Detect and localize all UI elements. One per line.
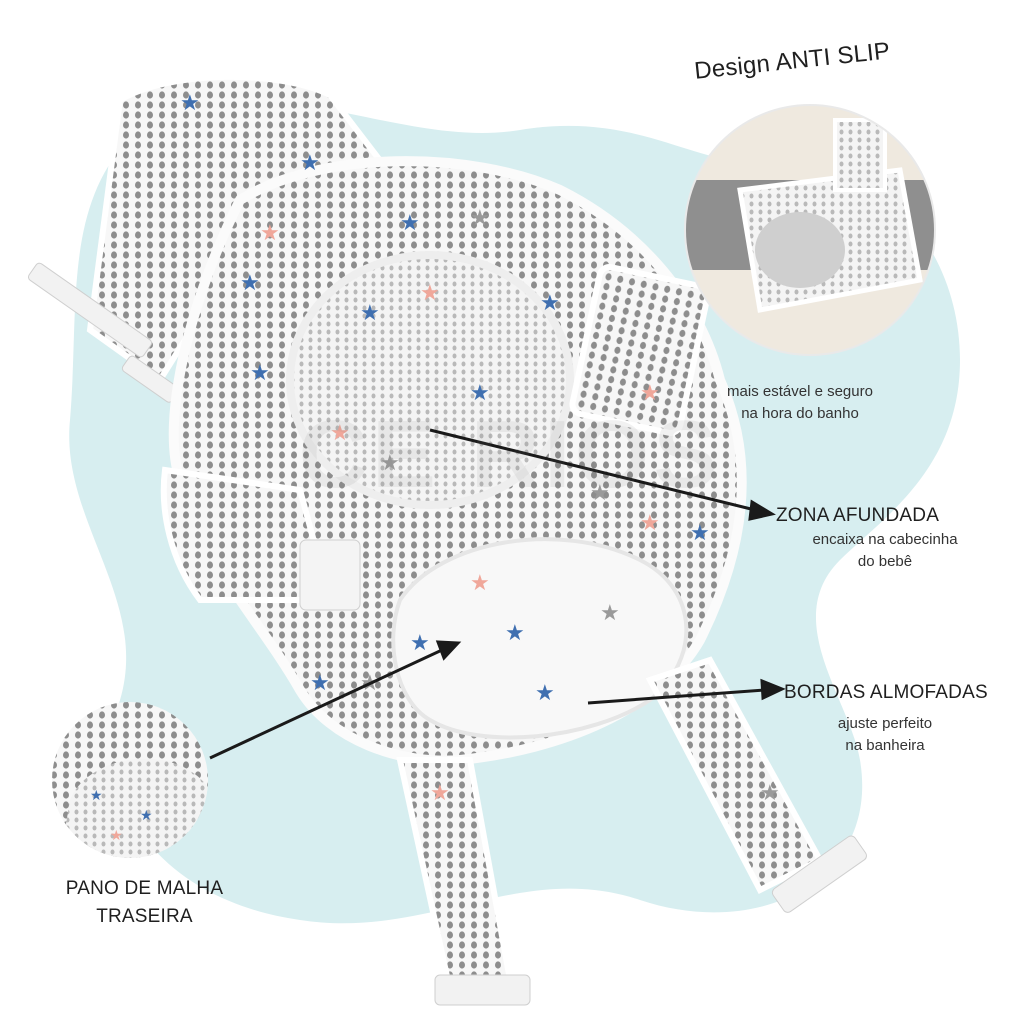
pano-line1: PANO DE MALHA (65, 878, 224, 899)
zona-line2: do bebê (857, 553, 913, 570)
anti-slip-inset (685, 105, 935, 355)
anti-slip-line2: na hora do banho (741, 405, 859, 422)
star-pattern: ★ ★ ★ ★ ★ ★ ★ ★ ★ ★ ★ ★ ★ ★ ★ ★ ★ ★ ★ ★ … (180, 91, 780, 806)
svg-text:★: ★ (430, 781, 450, 806)
svg-text:★: ★ (590, 481, 610, 506)
svg-text:★: ★ (410, 631, 430, 656)
svg-text:★: ★ (380, 451, 400, 476)
svg-text:★: ★ (300, 151, 320, 176)
callout-arrows (209, 428, 786, 760)
svg-text:★: ★ (250, 361, 270, 386)
svg-text:★: ★ (470, 571, 490, 596)
svg-text:★: ★ (140, 807, 153, 823)
svg-text:★: ★ (640, 381, 660, 406)
svg-text:★: ★ (90, 787, 103, 803)
svg-text:★: ★ (240, 271, 260, 296)
back-mesh-inset: ★ ★ ★ (52, 702, 208, 858)
pano-line2: TRASEIRA (96, 906, 193, 927)
svg-text:★: ★ (540, 291, 560, 316)
bordas-line2: na banheira (845, 737, 925, 754)
side-strap (160, 466, 334, 603)
anti-slip-line1: mais estável e seguro (727, 383, 873, 400)
head-recess (286, 251, 574, 509)
svg-text:★: ★ (180, 91, 200, 116)
svg-text:★: ★ (470, 381, 490, 406)
svg-text:★: ★ (330, 421, 350, 446)
bordas-title: BORDAS ALMOFADAS (784, 682, 988, 703)
watermark-text: CE RIOS (298, 401, 722, 508)
svg-text:★: ★ (420, 281, 440, 306)
svg-text:★: ★ (690, 521, 710, 546)
zona-line1: encaixa na cabecinha (812, 531, 958, 548)
svg-text:★: ★ (640, 511, 660, 536)
svg-text:★: ★ (260, 221, 280, 246)
svg-text:★: ★ (535, 681, 555, 706)
svg-text:★: ★ (505, 621, 525, 646)
svg-text:★: ★ (400, 211, 420, 236)
svg-text:★: ★ (310, 671, 330, 696)
svg-text:★: ★ (760, 781, 780, 806)
svg-text:★: ★ (110, 827, 123, 843)
svg-text:★: ★ (600, 601, 620, 626)
bordas-line1: ajuste perfeito (837, 715, 933, 732)
zona-title: ZONA AFUNDADA (776, 505, 940, 526)
svg-text:★: ★ (360, 301, 380, 326)
svg-text:★: ★ (470, 206, 490, 231)
